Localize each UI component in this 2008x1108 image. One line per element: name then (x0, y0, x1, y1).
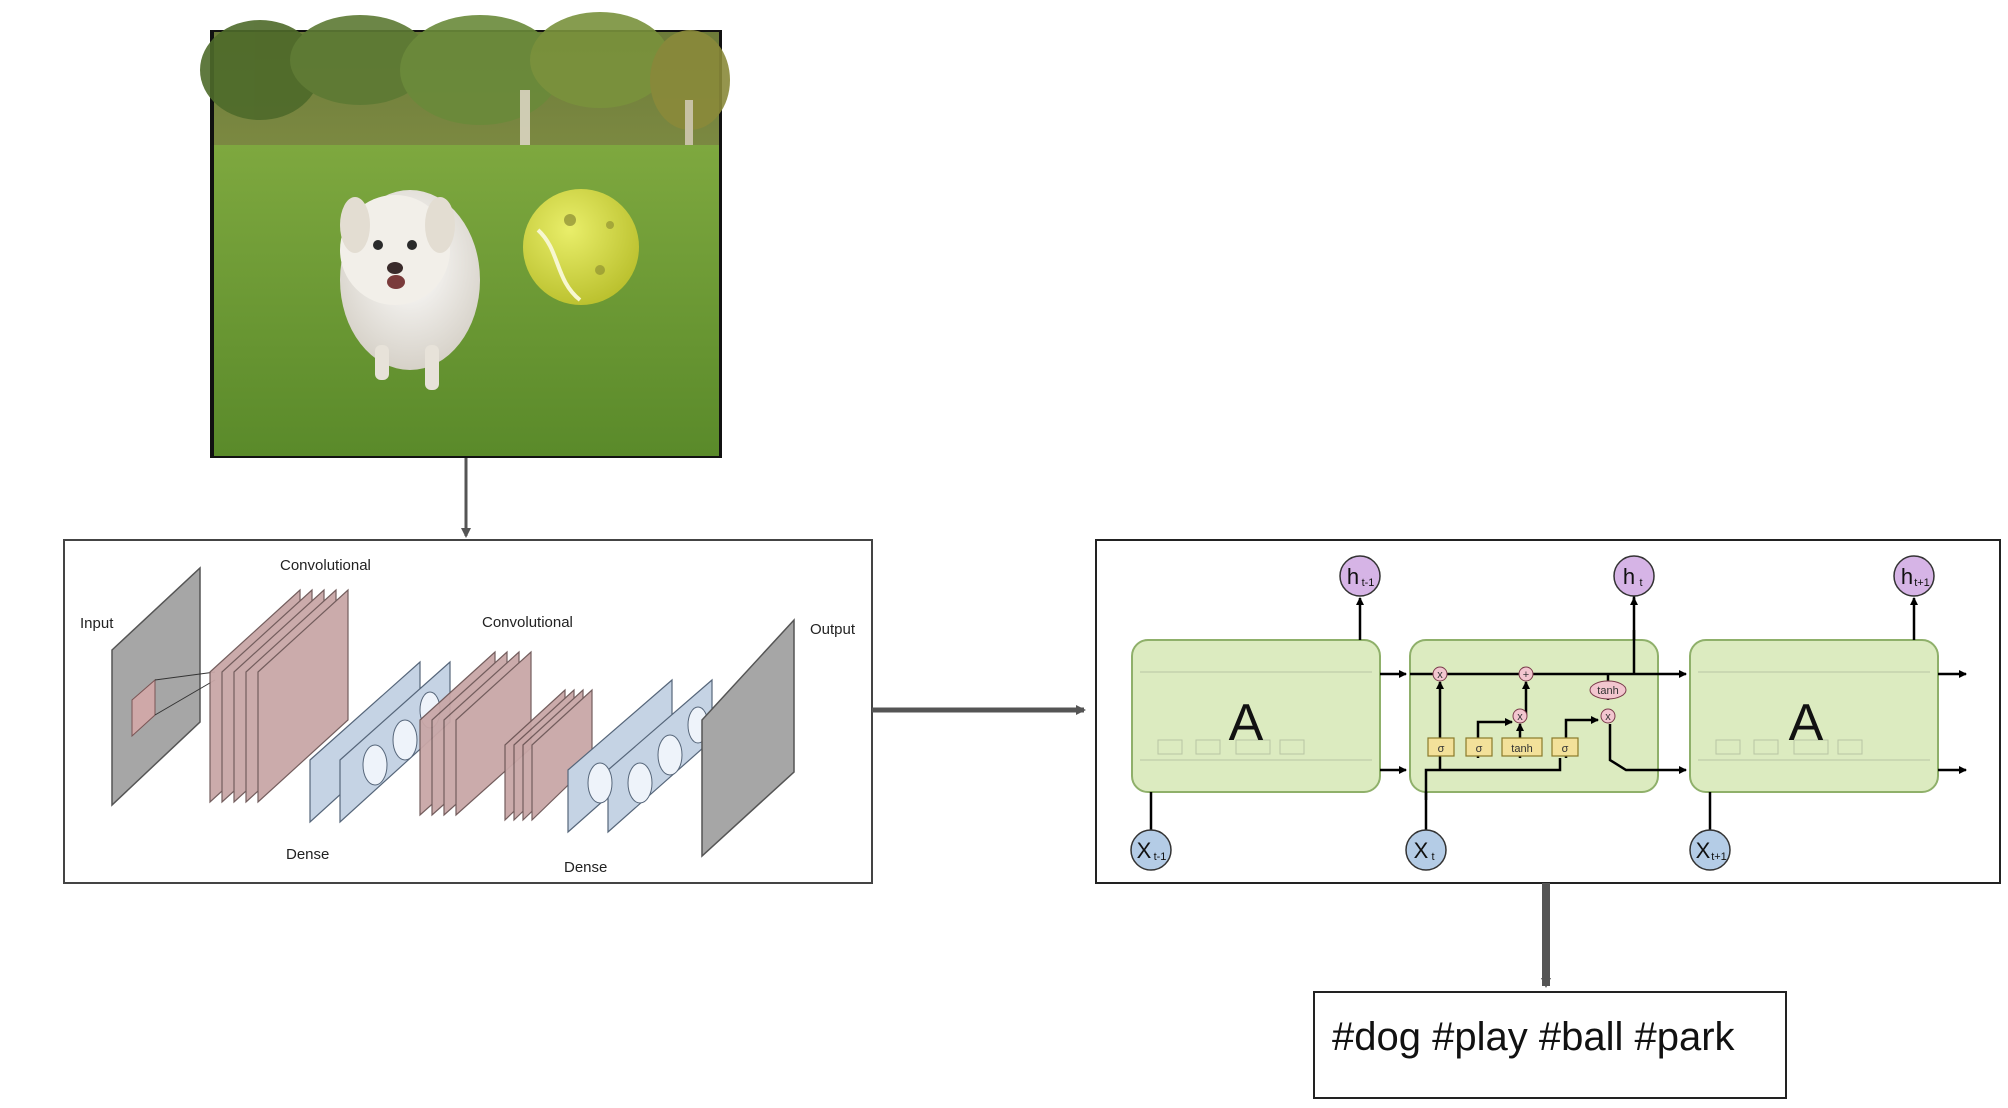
input-x-next: X (1696, 838, 1711, 863)
cnn-dense2-label: Dense (564, 859, 607, 876)
cnn-conv2-label: Convolutional (482, 614, 573, 631)
lstm-cell-left (1131, 639, 1381, 793)
op-add: + (1523, 669, 1529, 681)
lstm-cell-left-label: A (1229, 694, 1264, 752)
output-h-curr: h (1623, 564, 1635, 589)
lstm-ops: x + x tanh x (1432, 666, 1627, 724)
cnn-dense1-label: Dense (286, 846, 329, 863)
output-h-prev: h (1347, 564, 1359, 589)
op-mult-output: x (1605, 711, 1611, 723)
lstm-input-nodes: X t-1 X t X t+1 (1130, 829, 1731, 871)
op-mult-forget: x (1437, 669, 1443, 681)
input-x-next-sub: t+1 (1711, 851, 1727, 863)
lstm-cell-right-label: A (1789, 694, 1824, 752)
input-x-curr-sub: t (1431, 851, 1434, 863)
input-x-curr: X (1414, 838, 1429, 863)
gate-forget: σ (1438, 743, 1445, 755)
op-mult-input: x (1517, 711, 1523, 723)
gate-output: σ (1562, 743, 1569, 755)
lstm-diagram: A A (1095, 539, 2001, 884)
output-h-prev-sub: t-1 (1362, 577, 1375, 589)
tennis-ball (523, 189, 639, 305)
input-x-prev-sub: t-1 (1154, 851, 1167, 863)
dog (340, 190, 480, 390)
cnn-input-label: Input (80, 615, 114, 632)
cnn-diagram: Input Convolutional Convolutional Dense … (63, 539, 873, 884)
output-h-curr-sub: t (1639, 577, 1642, 589)
lstm-gates: σ σ tanh σ (1427, 737, 1579, 757)
output-h-next: h (1901, 564, 1913, 589)
output-h-next-sub: t+1 (1914, 577, 1930, 589)
op-tanh: tanh (1597, 685, 1618, 697)
cnn-conv1-label: Convolutional (280, 557, 371, 574)
hashtags-box: #dog #play #ball #park (1313, 991, 1787, 1099)
cnn-output-label: Output (810, 621, 856, 638)
gate-input: σ (1476, 743, 1483, 755)
gate-candidate: tanh (1511, 743, 1532, 755)
hashtags-text: #dog #play #ball #park (1332, 1015, 1736, 1059)
lstm-cell-right (1689, 639, 1939, 793)
lstm-output-nodes: h t-1 h t h t+1 (1339, 555, 1935, 597)
dog-photo (200, 12, 730, 458)
input-x-prev: X (1137, 838, 1152, 863)
